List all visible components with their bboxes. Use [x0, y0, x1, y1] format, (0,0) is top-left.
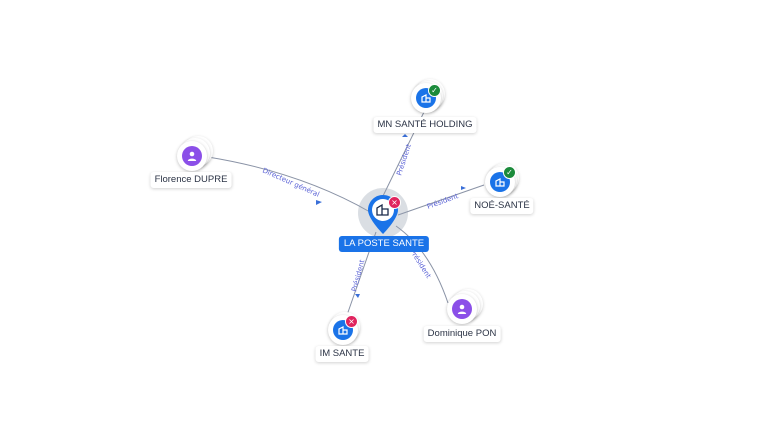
center-label[interactable]: LA POSTE SANTE [338, 236, 430, 252]
node-florence-dupre[interactable] [176, 136, 213, 172]
edge-label-florence: Directeur général [261, 167, 320, 199]
edge-label-mn: Président [395, 143, 413, 177]
edge-arrow-mn [402, 134, 408, 137]
node-label-florence-dupre[interactable]: Florence DUPRE [150, 172, 232, 188]
node-label-dominique-pon[interactable]: Dominique PON [423, 326, 501, 342]
edge-arrow-florence [316, 200, 322, 205]
error-badge-icon: × [345, 315, 358, 328]
center-node[interactable]: × [358, 188, 408, 238]
edge-label-noe: Président [426, 192, 460, 211]
person-icon [182, 146, 202, 166]
check-badge-icon: ✓ [503, 166, 516, 179]
node-mn-sante-holding[interactable]: ✓ [410, 79, 445, 114]
node-noe-sante[interactable]: ✓ [484, 163, 519, 198]
person-icon [452, 299, 472, 319]
node-label-im-sante[interactable]: IM SANTE [315, 346, 369, 362]
node-label-noe-sante[interactable]: NOÉ-SANTÉ [470, 198, 534, 214]
edge-noe [397, 184, 485, 216]
edge-dominique [395, 225, 449, 304]
node-dominique-pon[interactable] [446, 289, 483, 325]
edge-label-im: Président [350, 259, 366, 293]
node-label-mn-sante-holding[interactable]: MN SANTÉ HOLDING [373, 117, 477, 133]
error-badge-icon: × [388, 196, 401, 209]
edge-arrow-noe [461, 186, 466, 190]
edge-label-dominique: Président [408, 248, 432, 280]
check-badge-icon: ✓ [428, 84, 441, 97]
edge-arrow-im [355, 294, 360, 298]
edge-florence [207, 156, 371, 213]
node-im-sante[interactable]: × [327, 312, 360, 346]
